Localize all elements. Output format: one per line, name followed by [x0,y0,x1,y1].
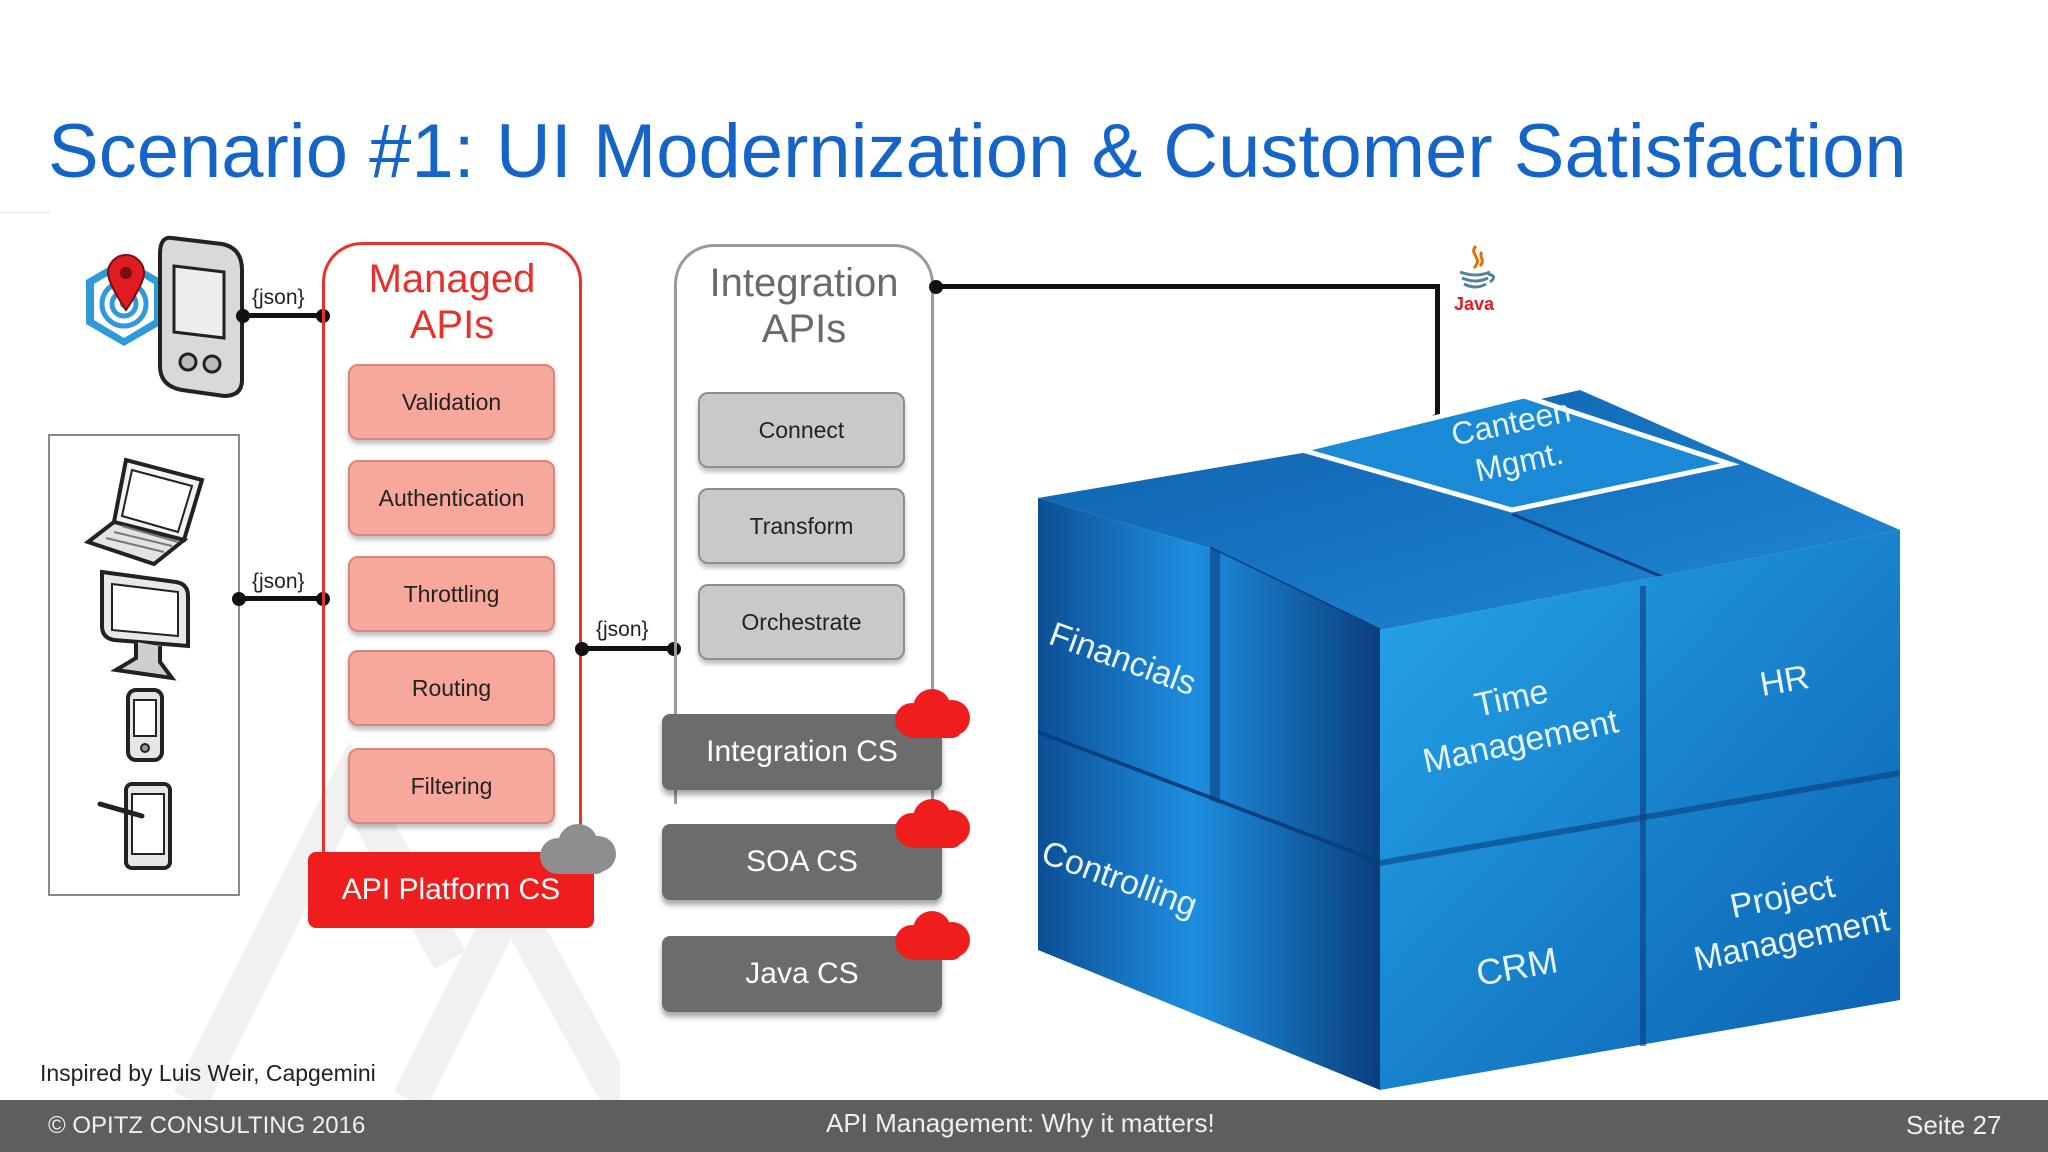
json-label: {json} [596,618,649,641]
transform-box: Transform [698,488,905,564]
grey-cloud-icon [540,824,616,874]
java-logo-text: Java [1454,294,1495,314]
integration-apis-container [674,244,934,804]
connector-line-canteen-vertical [1435,284,1440,420]
orchestrate-box: Orchestrate [698,584,905,660]
footer-bar [0,1100,2048,1152]
footer-page-number: Seite 27 [1906,1110,2002,1140]
laptop-icon [84,457,205,567]
java-cs-box: Java CS [662,936,942,1012]
connector-line-devices [240,596,322,601]
application-cube [1038,390,1900,1090]
integration-cs-box: Integration CS [662,714,942,790]
routing-box: Routing [348,650,555,726]
footer-presentation-title: API Management: Why it matters! [826,1108,1215,1138]
red-cloud-icon [895,689,970,738]
validation-box: Validation [348,364,555,440]
integration-apis-title: Integration APIs [709,261,899,351]
connector-dot [929,280,943,294]
monitor-icon [100,569,190,681]
soa-cs-box: SOA CS [662,824,942,900]
red-cloud-icon [895,799,970,848]
filtering-box: Filtering [348,748,555,824]
managed-apis-title: Managed APIs [368,257,536,347]
tablet-icon [97,782,172,870]
connector-line-pda [242,313,322,318]
connector-dot [575,642,589,656]
title-rule [0,212,50,213]
json-label: {json} [252,286,305,309]
authentication-box: Authentication [348,460,555,536]
connector-dot [236,309,250,323]
footer-copyright: © OPITZ CONSULTING 2016 [48,1112,366,1139]
connector-line-managed-integration [582,646,674,651]
map-pin-icon [106,254,146,312]
connector-dot [232,592,246,606]
credit-note: Inspired by Luis Weir, Capgemini [40,1060,376,1086]
connect-box: Connect [698,392,905,468]
json-label: {json} [252,570,305,593]
slide-title: Scenario #1: UI Modernization & Customer… [48,109,1907,194]
smartphone-icon [126,688,164,762]
red-cloud-icon [895,911,970,960]
java-logo-icon [1459,244,1495,289]
connector-line-integration-canteen [934,284,1440,289]
throttling-box: Throttling [348,556,555,632]
handheld-device-icon [158,235,244,399]
managed-apis-container [322,242,582,882]
